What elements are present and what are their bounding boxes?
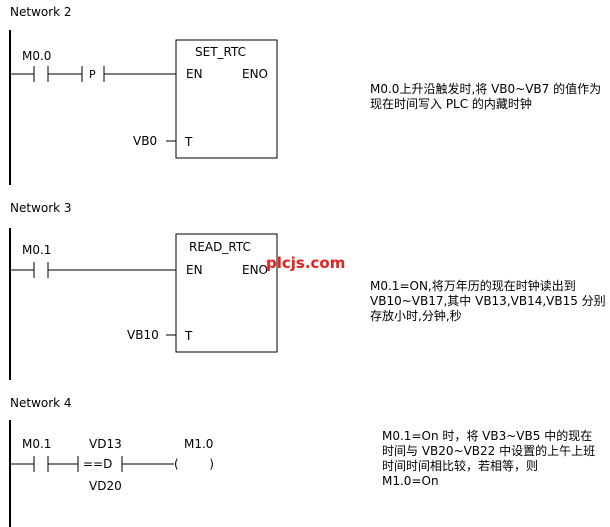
network-4-contact-label: M0.1 [22, 437, 51, 451]
network-3-eno-pin: ENO [242, 263, 268, 277]
network-2-edge-contact[interactable]: P [81, 66, 105, 82]
network-4-coil-label: M1.0 [184, 437, 213, 451]
network-3-contact[interactable] [33, 262, 49, 278]
network-3-title: Network 3 [10, 201, 72, 215]
network-3-operand: VB10 [127, 328, 159, 342]
network-2-block-set-rtc[interactable] [175, 39, 278, 159]
network-2-title: Network 2 [10, 5, 72, 19]
network-4-coil[interactable]: ( ) [174, 457, 214, 471]
network-2-contact[interactable] [33, 66, 49, 82]
network-3-block-title: READ_RTC [189, 240, 251, 254]
network-4-contact[interactable] [33, 456, 49, 472]
network-4-compare-top: VD13 [89, 437, 122, 451]
network-4-compare-bottom: VD20 [89, 479, 122, 493]
network-3-en-pin: EN [186, 263, 203, 277]
network-2-t-pin: T [184, 135, 193, 149]
network-4-comment: M0.1=On 时，将 VB3~VB5 中的现在时间与 VB20~VB22 中设… [382, 429, 596, 488]
network-4-title: Network 4 [10, 396, 72, 410]
network-4-compare-op: ==D [83, 457, 112, 471]
network-4-compare-contact[interactable]: ==D [77, 456, 123, 472]
network-2-en-pin: EN [186, 67, 203, 81]
network-2-block-title: SET_RTC [195, 45, 246, 59]
network-2-operand: VB0 [133, 134, 157, 148]
network-2-contact-label: M0.0 [22, 49, 51, 63]
network-2-eno-pin: ENO [242, 67, 268, 81]
watermark: plcjs.com [266, 254, 345, 272]
network-3-t-pin: T [184, 329, 193, 343]
network-2-comment: M0.0上升沿触发时,将 VB0~VB7 的值作为现在时间写入 PLC 的内藏时… [370, 82, 602, 111]
network-3-contact-label: M0.1 [22, 243, 51, 257]
network-3-block-read-rtc[interactable] [175, 233, 278, 353]
network-3-comment: M0.1=ON,将万年历的现在时钟读出到 VB10~VB17,其中 VB13,V… [370, 279, 606, 323]
network-2-edge-label: P [89, 68, 96, 81]
